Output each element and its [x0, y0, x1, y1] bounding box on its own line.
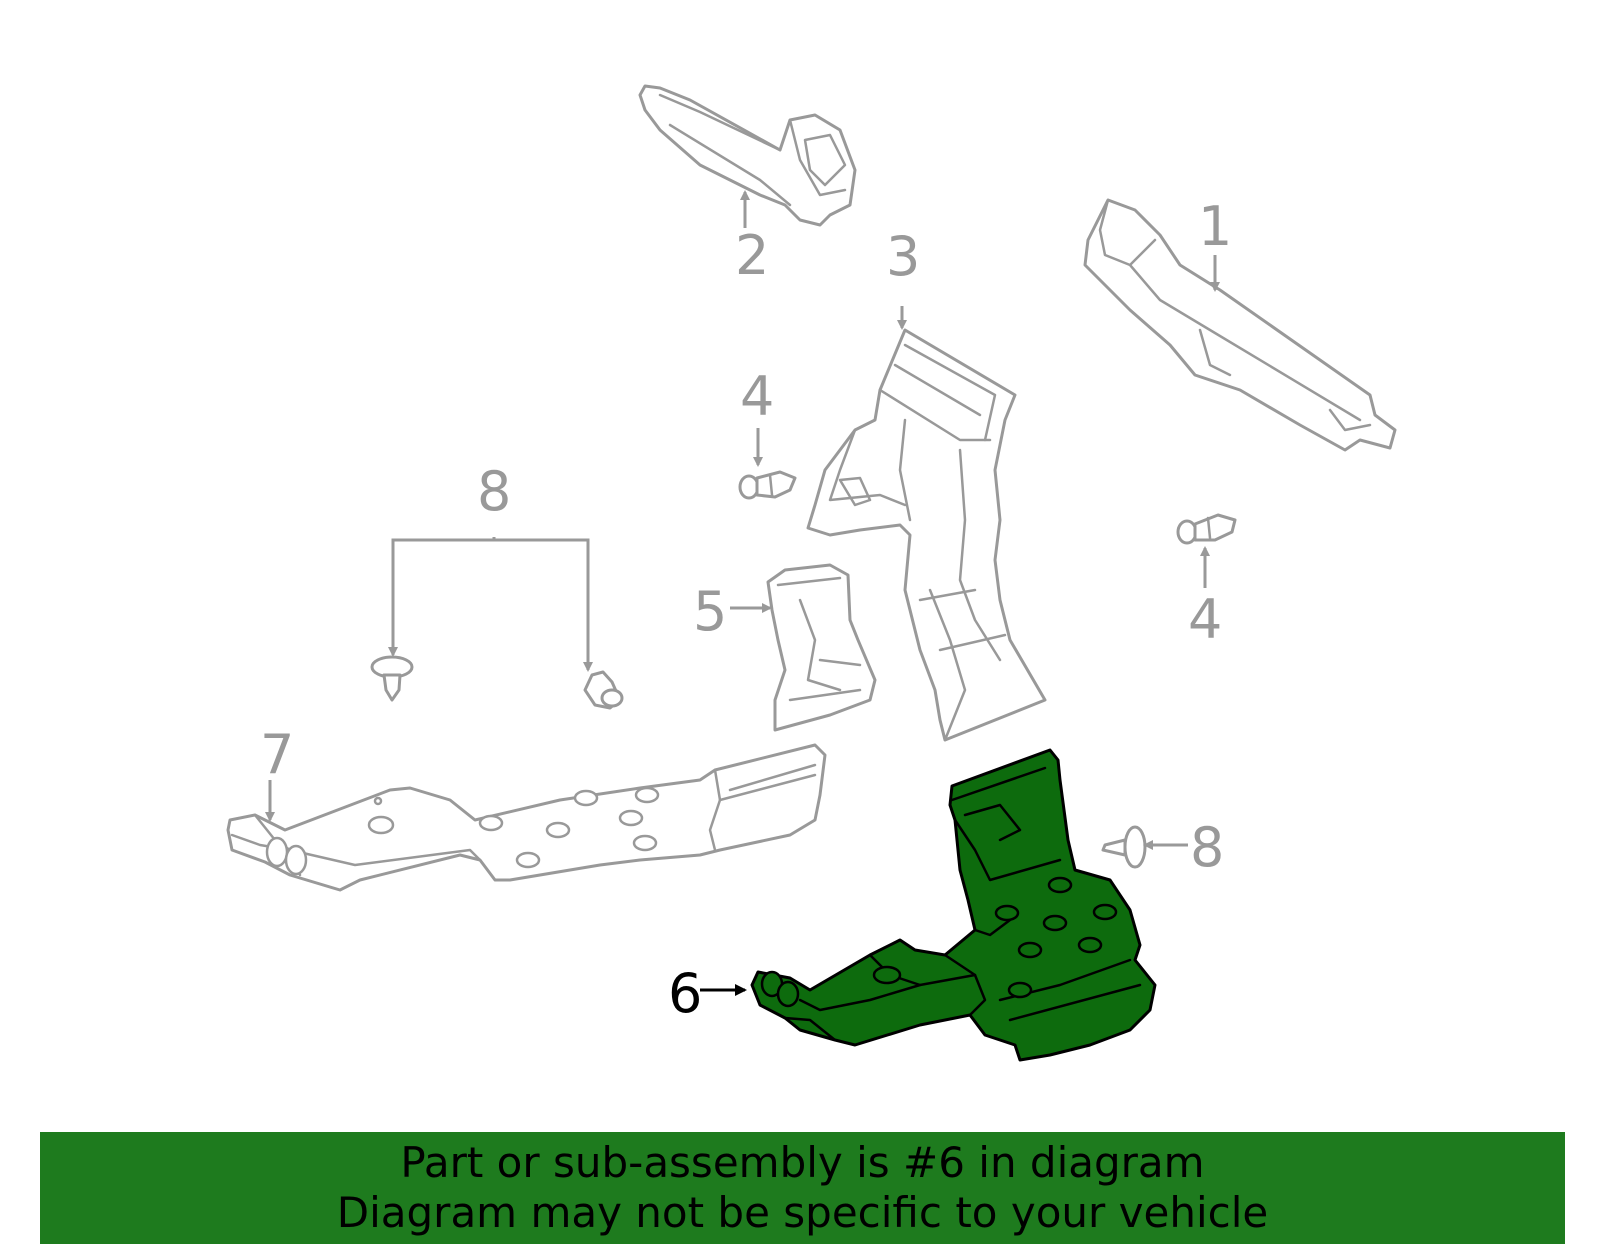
clip-8-right — [583, 670, 624, 710]
callout-4-upper: 4 — [740, 365, 774, 428]
leader-lines — [265, 190, 1220, 996]
part-3-duct — [806, 328, 1047, 742]
leader-8a-left — [388, 537, 496, 657]
part-5-duct — [766, 563, 877, 732]
banner-line-1: Part or sub-assembly is #6 in diagram — [400, 1138, 1205, 1187]
part-6-duct-highlighted — [750, 748, 1157, 1062]
info-banner: Part or sub-assembly is #6 in diagram Di… — [40, 1132, 1565, 1244]
part-2-duct — [638, 84, 857, 227]
clip-4-right — [1176, 513, 1237, 545]
callout-8-lower: 8 — [1190, 816, 1224, 879]
callout-5: 5 — [693, 580, 727, 643]
leader-8a-right — [494, 538, 593, 672]
callout-6: 6 — [668, 962, 702, 1025]
clip-8-left — [370, 655, 414, 702]
part-7-duct — [226, 743, 827, 892]
part-1-duct — [1083, 198, 1397, 452]
callout-4-lower: 4 — [1188, 588, 1222, 651]
clip-8-lower — [1101, 825, 1147, 869]
callout-8-upper: 8 — [477, 460, 511, 523]
callout-7: 7 — [260, 723, 294, 786]
callout-1: 1 — [1198, 195, 1232, 258]
banner-line-2: Diagram may not be specific to your vehi… — [336, 1188, 1269, 1237]
callout-3: 3 — [886, 225, 920, 288]
clip-4-left — [738, 470, 797, 500]
callout-2: 2 — [735, 224, 769, 287]
